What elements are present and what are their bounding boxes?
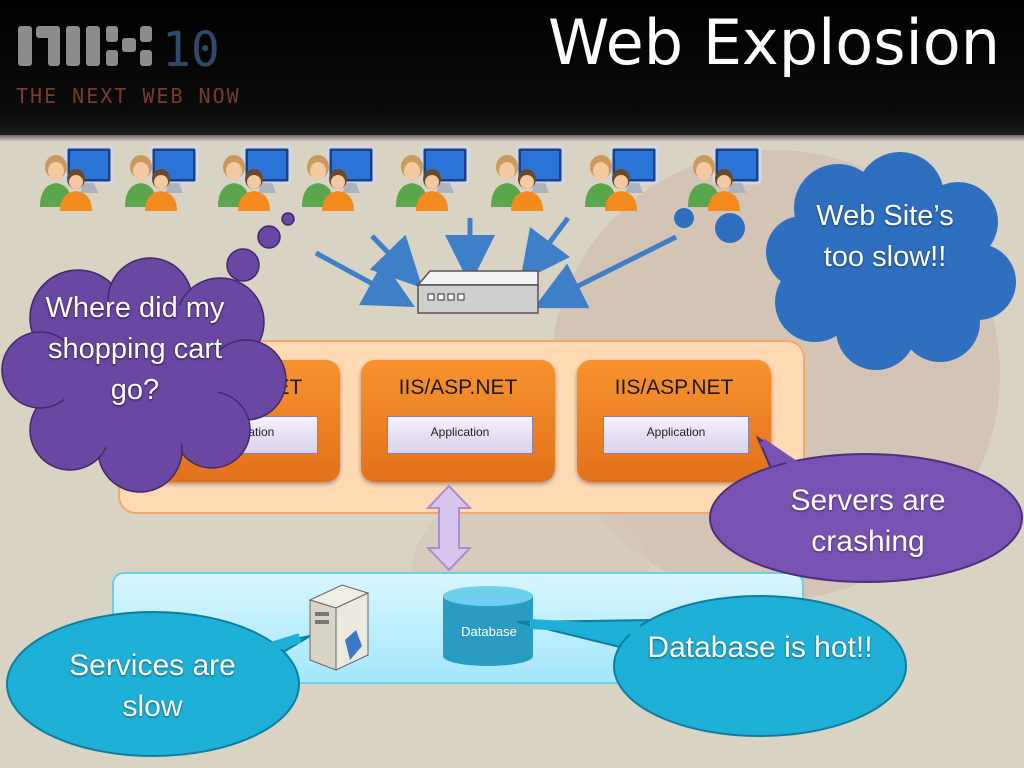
services-slow-bubble <box>6 611 311 757</box>
app-server-icon <box>308 584 370 671</box>
traffic-arrows <box>314 216 678 309</box>
servers-crashing-text: Servers are crashing <box>790 484 946 558</box>
application-box: Application <box>387 416 533 454</box>
slide-title: Web Explosion <box>547 6 1000 79</box>
header-bar: 10 THE NEXT WEB NOW Web Explosion <box>0 0 1024 135</box>
user-at-computer-icon <box>300 145 376 213</box>
user-at-computer-icon <box>489 145 565 213</box>
database-hot-bubble <box>517 595 907 737</box>
user-at-computer-icon <box>38 145 114 213</box>
mix-logo-icon: 10 <box>18 22 220 76</box>
database-icon <box>443 586 533 666</box>
user-at-computer-icon <box>686 145 762 213</box>
web-too-slow-text: Web Site’s too slow!! <box>816 200 954 273</box>
svg-text:10: 10 <box>162 22 220 76</box>
network-switch-icon <box>416 270 539 314</box>
servers-crashing-bubble <box>709 435 1023 583</box>
user-at-computer-icon <box>123 145 199 213</box>
web-server-box: IIS/ASP.NET Application <box>361 360 555 482</box>
user-at-computer-icon <box>216 145 292 213</box>
shopping-cart-thought-cloud <box>1 212 295 493</box>
logo-tagline: THE NEXT WEB NOW <box>16 84 241 108</box>
database-label: Database <box>461 624 517 639</box>
user-at-computer-icon <box>583 145 659 213</box>
shopping-cart-text: Where did my shopping cart go? <box>45 292 225 406</box>
server-label: IIS/ASP.NET <box>398 376 518 399</box>
header-divider <box>0 135 1024 141</box>
server-label: IIS/ASP.NET <box>614 376 734 399</box>
web-too-slow-cloud <box>674 152 1016 370</box>
tier-connection-arrow <box>425 484 473 572</box>
database-hot-text: Database is hot!! <box>647 631 873 664</box>
user-at-computer-icon <box>394 145 470 213</box>
web-server-box: IIS/ASP.NET Application <box>577 360 771 482</box>
application-box: Application <box>603 416 749 454</box>
services-slow-text: Services are slow <box>69 649 236 723</box>
